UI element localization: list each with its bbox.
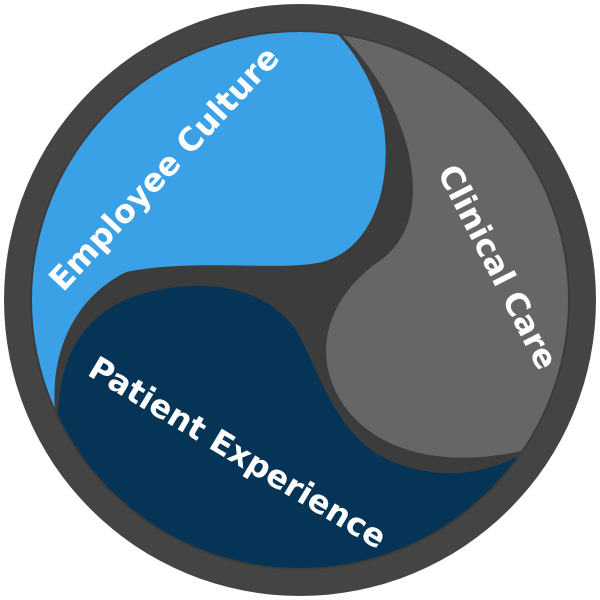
- segment-employee-culture: [32, 32, 386, 440]
- segment-patient-experience: [32, 285, 568, 568]
